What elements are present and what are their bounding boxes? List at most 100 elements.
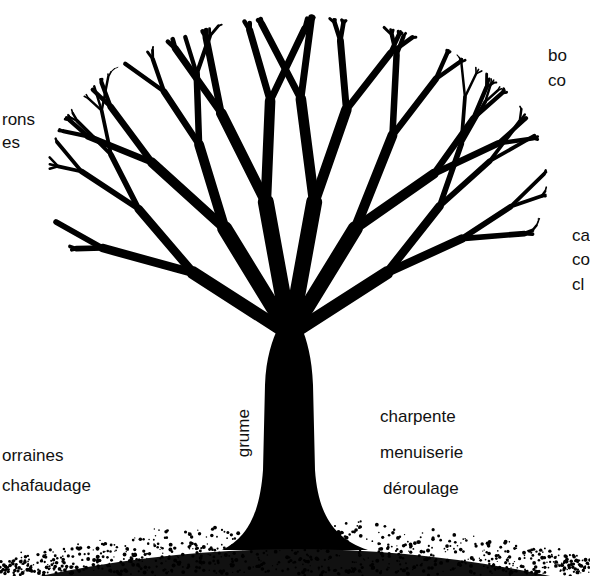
soil-speck [587, 563, 589, 565]
soil-speck [445, 551, 446, 552]
soil-speck [153, 539, 155, 541]
soil-speck [33, 564, 35, 566]
soil-speck [158, 529, 160, 531]
soil-speck [570, 559, 573, 562]
soil-speck [367, 557, 368, 558]
soil-speck [399, 535, 402, 538]
soil-speck [20, 551, 22, 553]
soil-speck [530, 557, 532, 559]
soil-speck [123, 553, 127, 557]
soil-speck [480, 542, 483, 545]
soil-speck [336, 554, 338, 556]
soil-speck [23, 562, 25, 564]
branch [333, 20, 337, 23]
branch [538, 218, 539, 221]
soil-speck [220, 571, 224, 575]
soil-speck [358, 552, 361, 555]
soil-speck [406, 567, 409, 570]
soil-speck [63, 568, 67, 572]
soil-speck [130, 556, 133, 559]
soil-speck [399, 556, 402, 559]
soil-speck [272, 565, 273, 566]
soil-speck [162, 553, 163, 554]
branch [544, 172, 546, 174]
soil-speck [303, 559, 305, 561]
soil-speck [189, 544, 192, 547]
soil-speck [369, 564, 371, 566]
soil-speck [297, 551, 299, 553]
branch [340, 24, 343, 41]
soil-speck [50, 560, 52, 562]
soil-speck [507, 568, 509, 570]
soil-speck [198, 560, 202, 564]
soil-speck [241, 554, 243, 556]
branch [314, 110, 346, 202]
soil-speck [291, 539, 295, 543]
soil-speck [78, 552, 81, 555]
soil-speck [549, 561, 551, 563]
soil-speck [535, 550, 537, 552]
soil-speck [208, 561, 212, 565]
soil-speck [503, 542, 505, 544]
branch [520, 115, 525, 122]
branch [111, 69, 115, 72]
soil-speck [534, 565, 538, 569]
soil-speck [554, 564, 558, 568]
soil-speck [393, 528, 395, 530]
soil-speck [514, 561, 515, 562]
soil-speck [354, 562, 356, 564]
soil-speck [96, 547, 99, 550]
branch [392, 55, 396, 135]
branch [485, 91, 497, 102]
soil-speck [352, 562, 353, 563]
soil-speck [230, 533, 233, 536]
branch [533, 138, 538, 139]
soil-speck [195, 566, 198, 569]
soil-speck [69, 565, 73, 569]
soil-speck [409, 551, 412, 554]
soil-speck [499, 546, 502, 549]
soil-speck [404, 543, 407, 546]
soil-speck [442, 571, 443, 572]
soil-speck [186, 567, 188, 569]
soil-speck [188, 532, 192, 536]
soil-speck [531, 554, 534, 557]
soil-speck [274, 550, 278, 554]
soil-speck [489, 570, 492, 573]
soil-speck [286, 548, 287, 549]
branch [384, 27, 392, 35]
soil-speck [469, 570, 473, 574]
branch [204, 30, 209, 37]
soil-speck [547, 555, 550, 558]
soil-speck [323, 529, 325, 531]
soil-speck [213, 556, 216, 559]
label: co [548, 71, 566, 91]
label: co [572, 250, 590, 270]
soil-speck [195, 547, 198, 550]
soil-speck [418, 554, 421, 557]
soil-speck [287, 528, 290, 531]
soil-speck [44, 561, 46, 563]
soil-speck [47, 572, 49, 574]
soil-speck [561, 563, 562, 564]
soil-speck [400, 550, 402, 552]
soil-speck [319, 573, 323, 576]
branch [206, 38, 221, 114]
soil-speck [422, 532, 424, 534]
soil-speck [420, 550, 424, 554]
soil-speck [439, 539, 442, 542]
soil-speck [493, 563, 494, 564]
soil-speck [287, 568, 290, 571]
branch [245, 22, 250, 30]
soil-speck [530, 548, 533, 551]
branch [342, 21, 346, 24]
label: orraines [2, 446, 63, 466]
soil-speck [317, 549, 320, 552]
soil-speck [437, 535, 440, 538]
branch [100, 79, 101, 82]
branch [520, 119, 526, 121]
soil-speck [109, 550, 112, 553]
soil-speck [116, 546, 118, 548]
soil-speck [329, 555, 332, 558]
soil-speck [44, 551, 47, 554]
